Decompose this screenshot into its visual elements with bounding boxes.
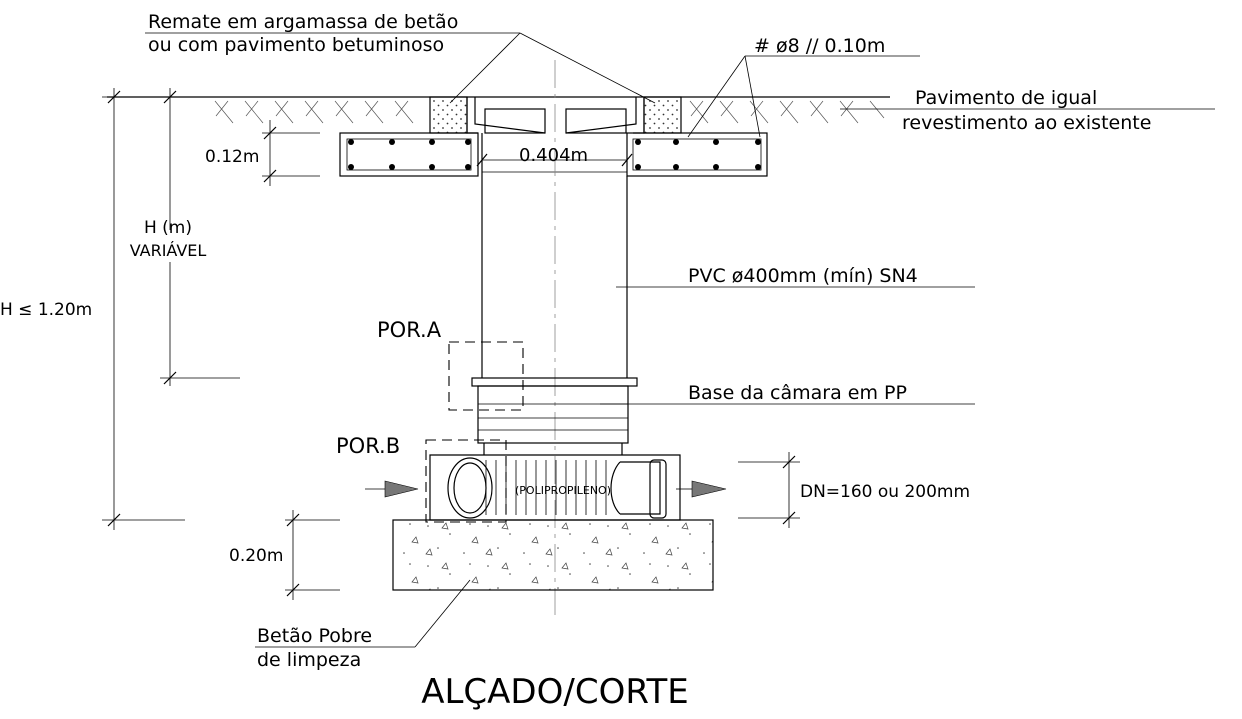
concrete-slab-right [626,132,768,177]
pvc-riser-pipe [481,133,628,378]
finish-label-line2: ou com pavimento betuminoso [148,34,444,56]
dimension-variable-height [160,88,240,386]
dimension-inner-diameter [476,153,633,167]
blinding-label-line2: de limpeza [257,649,361,671]
max-height-label: H ≤ 1.20m [0,300,92,320]
ground-surface [107,96,890,124]
blinding-label-line1: Betão Pobre [257,625,372,647]
manhole-cover [466,97,645,134]
base-material-label: (POLIPROPILENO) [515,484,611,497]
detail-b-box [425,439,507,523]
inner-diameter-label: 0.404m [519,145,588,166]
slab-thickness-label: 0.12m [205,147,259,167]
pp-base-chamber [471,377,638,455]
blinding-concrete [392,519,714,591]
leader-rebar [687,55,920,138]
blinding-thickness-label: 0.20m [229,546,283,566]
dimension-slab-thickness [262,120,320,186]
flow-arrow-out [676,480,727,498]
leader-blinding [255,579,471,648]
detail-b-label: POR.B [336,434,400,458]
detail-a-box [448,341,524,411]
variable-height-label-line1: H (m) [144,218,192,238]
dimension-max-height [102,88,185,530]
variable-height-label-line2: VARIÁVEL [130,241,207,260]
mortar-finish-left [429,96,468,134]
leader-finish [145,32,656,104]
rebar-label: # ø8 // 0.10m [754,35,885,57]
mortar-finish-right [643,96,682,134]
detail-a-label: POR.A [377,318,442,342]
dimension-blinding-thickness [285,510,340,600]
base-chamber-label: Base da câmara em PP [688,382,907,404]
flow-arrow-in [365,480,419,498]
rebar-dots [348,139,761,170]
drawing-title: ALÇADO/CORTE [421,672,689,712]
pvc-pipe-label: PVC ø400mm (mín) SN4 [688,265,918,287]
pipe-dn-label: DN=160 ou 200mm [800,482,970,502]
pavement-label-line1: Pavimento de igual [915,87,1097,109]
finish-label-line1: Remate em argamassa de betão [148,11,458,33]
dimension-pipe-dn [738,452,800,528]
pavement-label-line2: revestimento ao existente [902,112,1151,134]
concrete-slab-left [339,132,479,177]
